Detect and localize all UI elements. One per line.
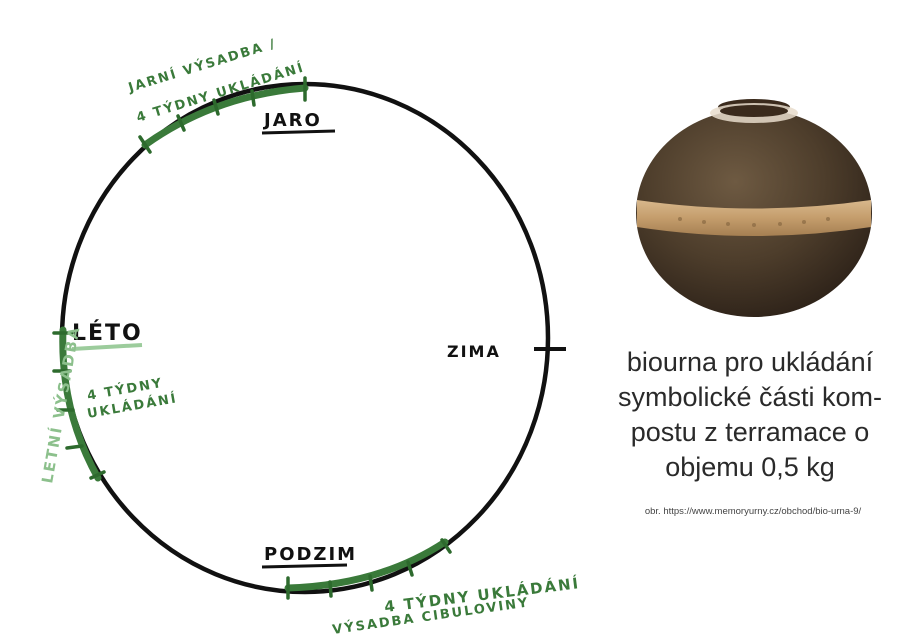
season-label-spring: JARO: [262, 110, 322, 131]
image-source: obr. https://www.memoryurny.cz/obchod/bi…: [597, 506, 909, 517]
season-label-winter: ZIMA: [447, 342, 501, 361]
bio-urn-image: [620, 95, 888, 320]
seasonal-cycle-diagram: JARO LÉTO PODZIM ZIMA JARNÍ VÝSADBA / 4 …: [0, 0, 600, 638]
season-label-autumn: PODZIM: [264, 544, 357, 565]
autumn-underline: [262, 565, 347, 567]
spring-underline: [262, 131, 335, 133]
urn-caption: biourna pro ukládání symbolické části ko…: [590, 345, 909, 485]
